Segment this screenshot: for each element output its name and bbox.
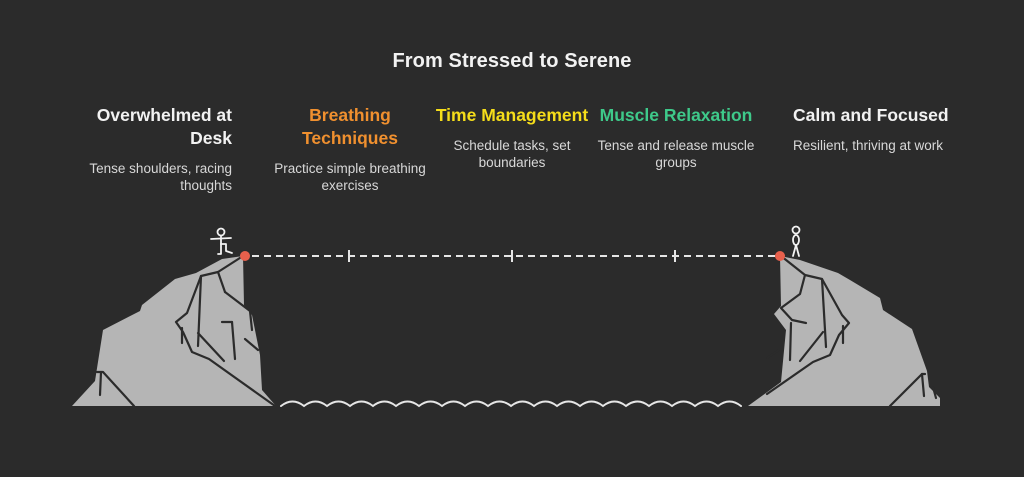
stage-time-management: Time Management Schedule tasks, set boun…	[427, 104, 597, 171]
stage-muscle-relaxation: Muscle Relaxation Tense and release musc…	[591, 104, 761, 171]
stage-description: Tense shoulders, racing thoughts	[89, 161, 232, 193]
stage-heading: Calm and Focused	[793, 105, 949, 125]
stick-figure-balancing-icon	[210, 227, 233, 255]
stage-heading: Breathing Techniques	[302, 105, 398, 148]
stage-heading: Muscle Relaxation	[599, 105, 753, 125]
stage-breathing: Breathing Techniques Practice simple bre…	[265, 104, 435, 194]
stage-description: Tense and release muscle groups	[597, 138, 755, 170]
wave-line-icon	[280, 400, 742, 408]
stage-heading: Time Management	[435, 105, 589, 125]
stage-start: Overwhelmed at Desk Tense shoulders, rac…	[62, 104, 232, 194]
stage-end: Calm and Focused Resilient, thriving at …	[793, 104, 953, 154]
stick-figure-standing-icon	[791, 225, 801, 257]
right-cliff-icon	[748, 254, 940, 408]
stage-heading: Overwhelmed at Desk	[96, 105, 232, 148]
rope-line	[252, 250, 776, 262]
diagram-title: From Stressed to Serene	[392, 50, 632, 72]
left-anchor-icon	[240, 251, 250, 261]
left-cliff-icon	[72, 254, 277, 408]
stage-description: Resilient, thriving at work	[793, 138, 944, 153]
stage-description: Schedule tasks, set boundaries	[453, 138, 571, 170]
right-anchor-icon	[775, 251, 785, 261]
stage-description: Practice simple breathing exercises	[274, 161, 426, 193]
